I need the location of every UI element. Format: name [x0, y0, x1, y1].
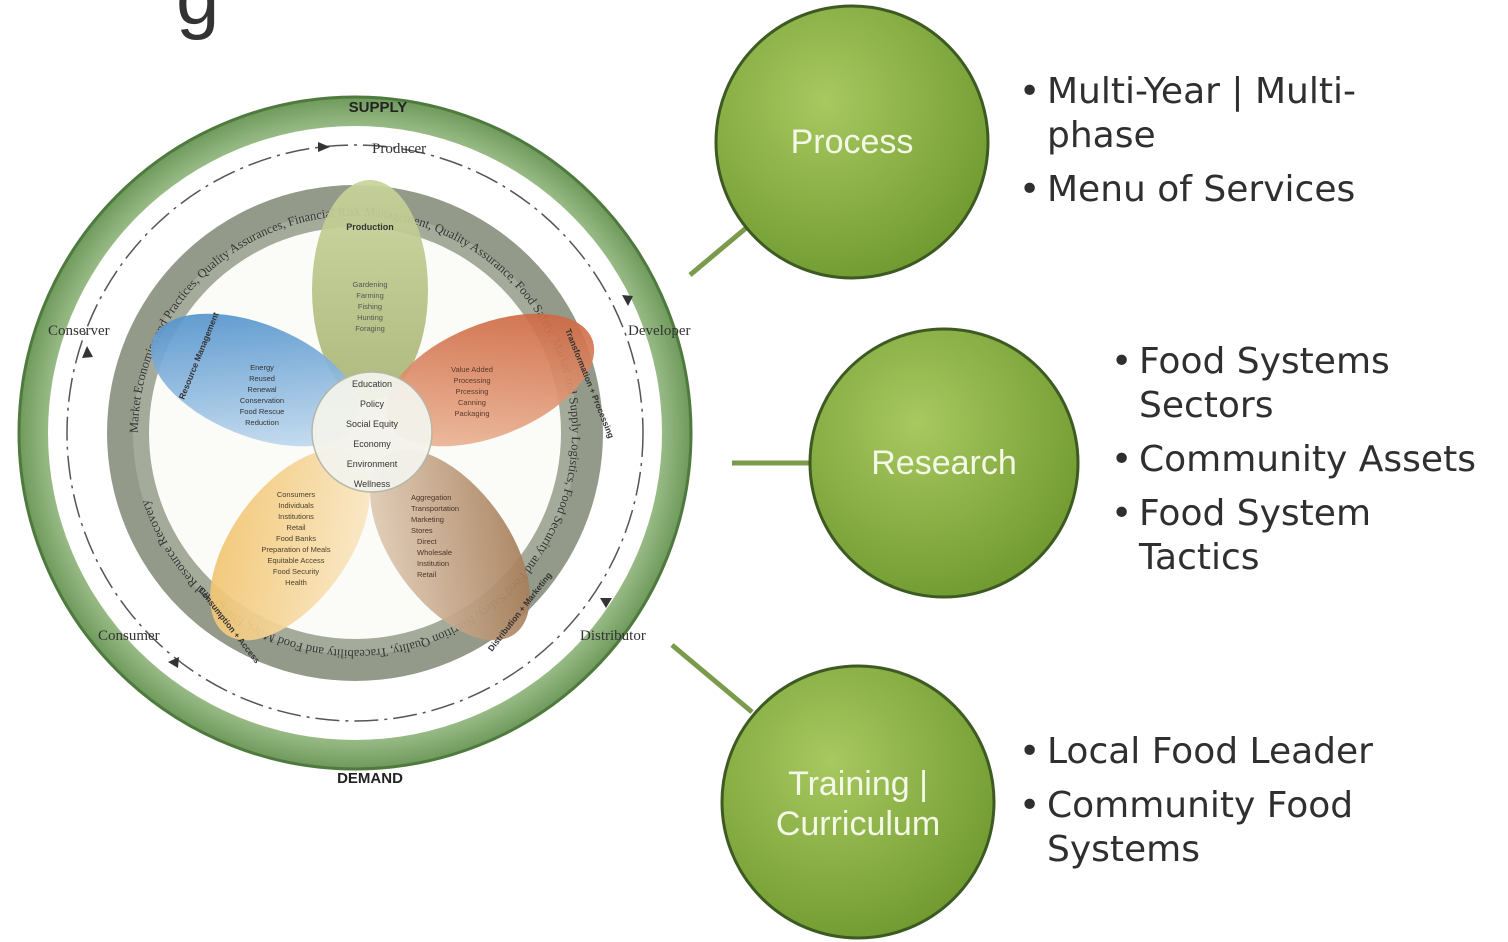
petal-item: Institutions: [278, 512, 314, 521]
role-producer: Producer: [372, 141, 426, 157]
petal-item: Marketing: [411, 515, 444, 524]
cycle-arrow: [318, 142, 330, 152]
roles-cycle-line: [66, 144, 644, 722]
center-item: Economy: [353, 439, 391, 449]
petal-item: Preparation of Meals: [261, 545, 330, 554]
petal-item: Health: [285, 578, 307, 587]
petal-item: Renewal: [247, 385, 277, 394]
petal-item: Food Security: [273, 567, 320, 576]
petal-item: Food Banks: [276, 534, 316, 543]
petal-item: Direct: [417, 537, 438, 546]
role-conserver: Conserver: [48, 323, 110, 339]
petal-item: Energy: [250, 363, 274, 372]
petal-item: Foraging: [355, 324, 385, 333]
center-item: Wellness: [354, 479, 391, 489]
list-item: Local Food Leader: [1013, 730, 1393, 774]
petal-item: Gardening: [352, 280, 387, 289]
petal-item: Processing: [453, 376, 490, 385]
list-item: Menu of Services: [1013, 168, 1393, 212]
training-bullets: Local Food Leader Community Food Systems: [1013, 730, 1393, 882]
cycle-arrow: [82, 346, 93, 358]
cycle-arrow: [600, 598, 612, 608]
cycle-arrow: [622, 295, 633, 306]
cycle-arrow: [168, 657, 179, 668]
research-node: Research: [844, 411, 1044, 515]
center-circle: [311, 371, 433, 493]
petal-item: Food Rescue: [240, 407, 285, 416]
role-distributor: Distributor: [580, 628, 646, 644]
petal-item: Conservation: [240, 396, 284, 405]
role-developer: Developer: [628, 323, 690, 339]
petal-item: Packaging: [454, 409, 489, 418]
training-node-label: Training | Curriculum: [775, 765, 941, 843]
petal-item: Consumers: [277, 490, 316, 499]
center-item: Social Equity: [346, 419, 399, 429]
petal-item: Individuals: [278, 501, 314, 510]
supply-label: SUPPLY: [349, 99, 408, 116]
list-item: Community Food Systems: [1013, 784, 1397, 872]
petal-item: Retail: [286, 523, 306, 532]
research-node-shape: [808, 327, 1080, 599]
petal-item: Stores: [411, 526, 433, 535]
role-consumer: Consumer: [98, 628, 160, 644]
research-node-label: Research: [871, 443, 1017, 482]
demand-label: DEMAND: [337, 770, 403, 787]
list-item: Multi-Year | Multi-phase: [1013, 70, 1393, 158]
center-item: Education: [352, 379, 392, 389]
petal-item: Equitable Access: [267, 556, 324, 565]
process-node-shape: [714, 4, 990, 280]
petal-production: Production Gardening Farming Fishing Hun…: [312, 180, 428, 400]
page-title-fragment: g: [176, 0, 219, 43]
petal-item: Fishing: [358, 302, 382, 311]
connector-training: [670, 643, 754, 714]
petal-item: Prcessing: [456, 387, 489, 396]
petal-production-title: Production: [346, 222, 394, 232]
petal-item: Wholesale: [417, 548, 452, 557]
petal-item: Retail: [417, 570, 437, 579]
petal-item: Institution: [417, 559, 449, 568]
training-node: Training | Curriculum: [758, 752, 958, 856]
process-node-label: Process: [790, 122, 914, 161]
list-item: Food System Tactics: [1105, 492, 1419, 580]
list-item: Food Systems Sectors: [1105, 340, 1439, 428]
petal-resource-management: Resource Management Energy Reused Renewa…: [150, 311, 360, 447]
training-node-shape: [720, 664, 996, 940]
process-node: Process: [752, 90, 952, 194]
petal-item: Aggregation: [411, 493, 451, 502]
petal-item: Reused: [249, 374, 275, 383]
petal-item: Reduction: [245, 418, 279, 427]
petal-item: Canning: [458, 398, 486, 407]
petal-item: Farming: [356, 291, 384, 300]
petal-item: Value Added: [451, 365, 493, 374]
research-bullets: Food Systems Sectors Community Assets Fo…: [1105, 340, 1505, 590]
list-item: Community Assets: [1105, 438, 1505, 482]
petal-item: Hunting: [357, 313, 383, 322]
center-item: Environment: [347, 459, 398, 469]
process-bullets: Multi-Year | Multi-phase Menu of Service…: [1013, 70, 1393, 222]
center-item: Policy: [360, 399, 385, 409]
petal-item: Transportation: [411, 504, 459, 513]
